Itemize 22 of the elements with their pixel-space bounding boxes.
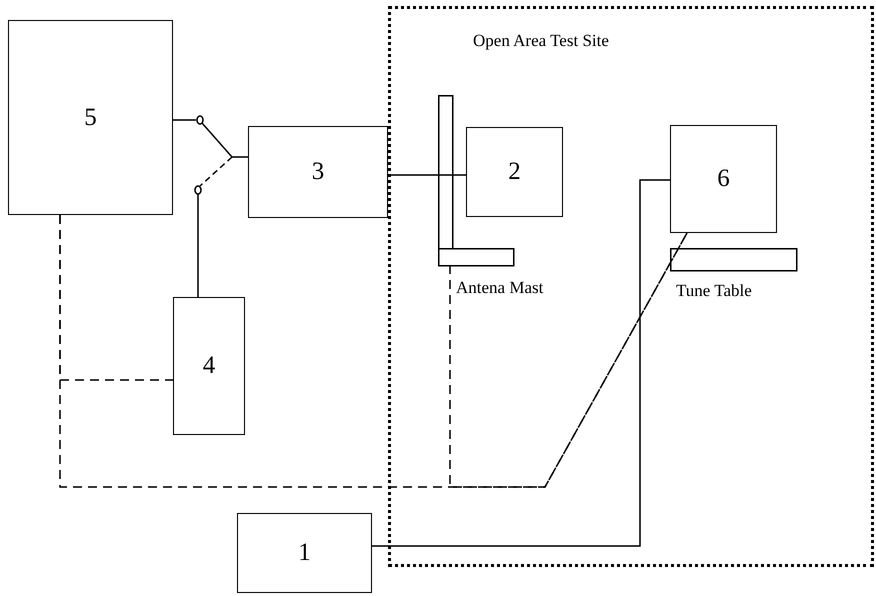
test-site-area: [388, 6, 874, 567]
equipment-box: [173, 297, 245, 435]
dashed-connector: [449, 232, 688, 488]
equipment-box: [237, 513, 372, 593]
connector-line: [173, 119, 196, 121]
connector-line: [388, 174, 466, 176]
equipment-box: [248, 126, 388, 218]
mast-label: Antena Mast: [456, 278, 544, 298]
equipment-box: [466, 127, 563, 217]
box-number: 2: [508, 158, 521, 186]
connector-line: [197, 194, 199, 297]
box-number: 5: [84, 104, 97, 132]
connector-line: [232, 156, 248, 158]
area-title: Open Area Test Site: [473, 31, 609, 51]
box-number: 1: [298, 539, 311, 567]
box-number: 6: [717, 165, 730, 193]
box-number: 3: [312, 158, 324, 186]
table-label: Tune Table: [676, 281, 752, 301]
equipment-box: [8, 20, 173, 215]
equipment-box: [670, 125, 777, 233]
box-number: 4: [202, 352, 216, 380]
connector-line: [372, 179, 670, 547]
